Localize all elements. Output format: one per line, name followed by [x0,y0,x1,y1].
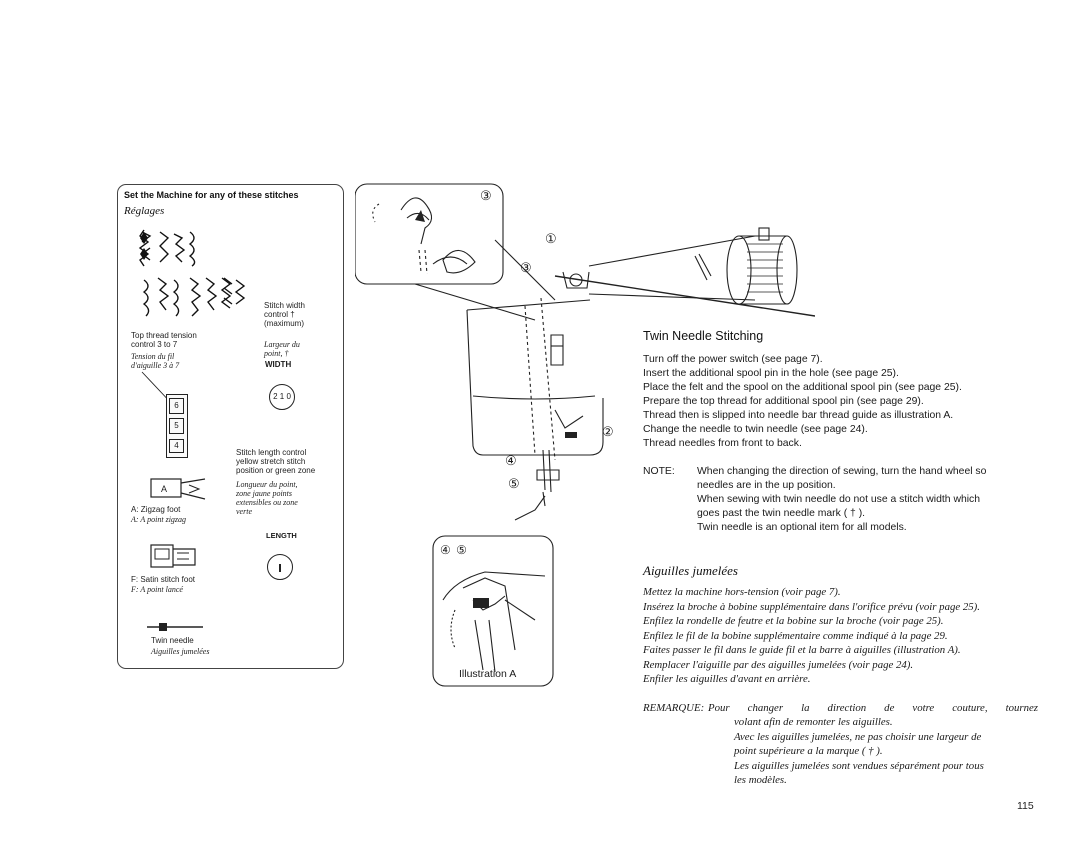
zigzag-foot-label-fr: A: A point zigzag [131,515,187,524]
callout-4: ④ [505,453,517,468]
english-step: Change the needle to twin needle (see pa… [643,424,868,435]
note-line: When sewing with twin needle do not use … [697,494,981,505]
remarque-line: les modèles. [734,774,787,786]
twin-needle-label: Twin needle [151,636,194,645]
note-label: NOTE: [643,466,675,477]
french-steps: Mettez la machine hors-tension (voir pag… [643,585,980,687]
sewing-machine-illustration [355,183,815,687]
remarque-line: Avec les aiguilles jumelées, ne pas choi… [734,730,982,743]
french-step: Enfiler les aiguilles d'avant en arrière… [643,673,811,685]
french-step: Mettez la machine hors-tension (voir pag… [643,586,841,598]
twin-needle-icon [147,623,203,631]
note-line: goes past the twin needle mark ( † ). [697,508,866,519]
length-dial-icon [267,554,293,580]
remarque-line: point supérieure a la marque ( † ). [734,745,883,757]
english-step: Insert the additional spool pin in the h… [643,368,899,379]
french-step: Faites passer le fil dans le guide fil e… [643,644,961,656]
english-step: Turn off the power switch (see page 7). [643,354,823,365]
detail-callouts: ④ ⑤ [440,543,468,557]
settings-box [117,184,344,669]
width-dial-icon: 2 1 0 [269,384,295,410]
french-step: Remplacer l'aiguille par des aiguilles j… [643,658,914,671]
english-title: Twin Needle Stitching [643,329,764,343]
top-tension-label: Top thread tension control 3 to 7 [131,331,197,349]
english-steps: Turn off the power switch (see page 7). … [643,353,962,451]
callout-3: ③ [520,260,532,275]
remarque-lines: volant afin de remonter les aiguilles. A… [734,715,984,788]
remarque-line: Les aiguilles jumelées sont vendues sépa… [734,759,984,772]
note-line: needles are in the up position. [697,480,836,491]
zigzag-foot-label: A: Zigzag foot [131,505,181,514]
length-label: LENGTH [266,531,297,540]
note-lines: When changing the direction of sewing, t… [697,465,986,535]
callout-2: ② [602,424,614,439]
callout-3-top: ③ [480,188,492,203]
note-line: When changing the direction of sewing, t… [697,466,987,477]
settings-title-fr: Réglages [124,205,165,217]
note-line: Twin needle is an optional item for all … [697,522,907,533]
french-step: Enfilez la rondelle de feutre et la bobi… [643,615,944,627]
satin-foot-icon [150,544,196,568]
english-step: Thread needles from front to back. [643,438,802,449]
callout-5: ⑤ [508,476,520,491]
tension-dial-icon: 6 5 4 [166,394,188,458]
twin-needle-label-fr: Aiguilles jumelées [151,647,210,656]
remarque-line-first: Pour changer la direction de votre coutu… [708,702,1038,714]
zigzag-foot-icon: A [150,478,206,500]
satin-foot-label-fr: F: A point lancé [131,585,183,594]
english-step: Place the felt and the spool on the addi… [643,382,962,393]
stitch-width-label: Stitch width control † (maximum) [264,301,305,328]
stitch-length-label-fr: Longueur du point, zone jaune points ext… [236,480,298,516]
french-title: Aiguilles jumelées [643,563,738,578]
top-tension-label-fr: Tension du fil d'aiguille 3 à 7 [131,352,180,370]
satin-foot-label: F: Satin stitch foot [131,575,196,584]
settings-title: Set the Machine for any of these stitche… [124,190,299,200]
width-label: WIDTH [265,360,292,369]
page-number: 115 [1017,800,1034,812]
french-step: Enfilez le fil de la bobine supplémentai… [643,629,948,642]
stitch-width-label-fr: Largeur du point, † [264,340,300,358]
callout-1: ① [545,231,557,246]
stitch-patterns-icon [138,229,246,317]
remarque-label: REMARQUE: [643,702,705,714]
stitch-length-label: Stitch length control yellow stretch sti… [236,448,316,475]
french-step: Insérez la broche à bobine supplémentair… [643,600,980,613]
remarque-line: volant afin de remonter les aiguilles. [734,716,893,728]
english-step: Prepare the top thread for additional sp… [643,396,924,407]
english-step: Thread then is slipped into needle bar t… [643,410,954,421]
svg-text:A: A [161,484,167,494]
illustration-a-label: Illustration A [459,668,517,680]
